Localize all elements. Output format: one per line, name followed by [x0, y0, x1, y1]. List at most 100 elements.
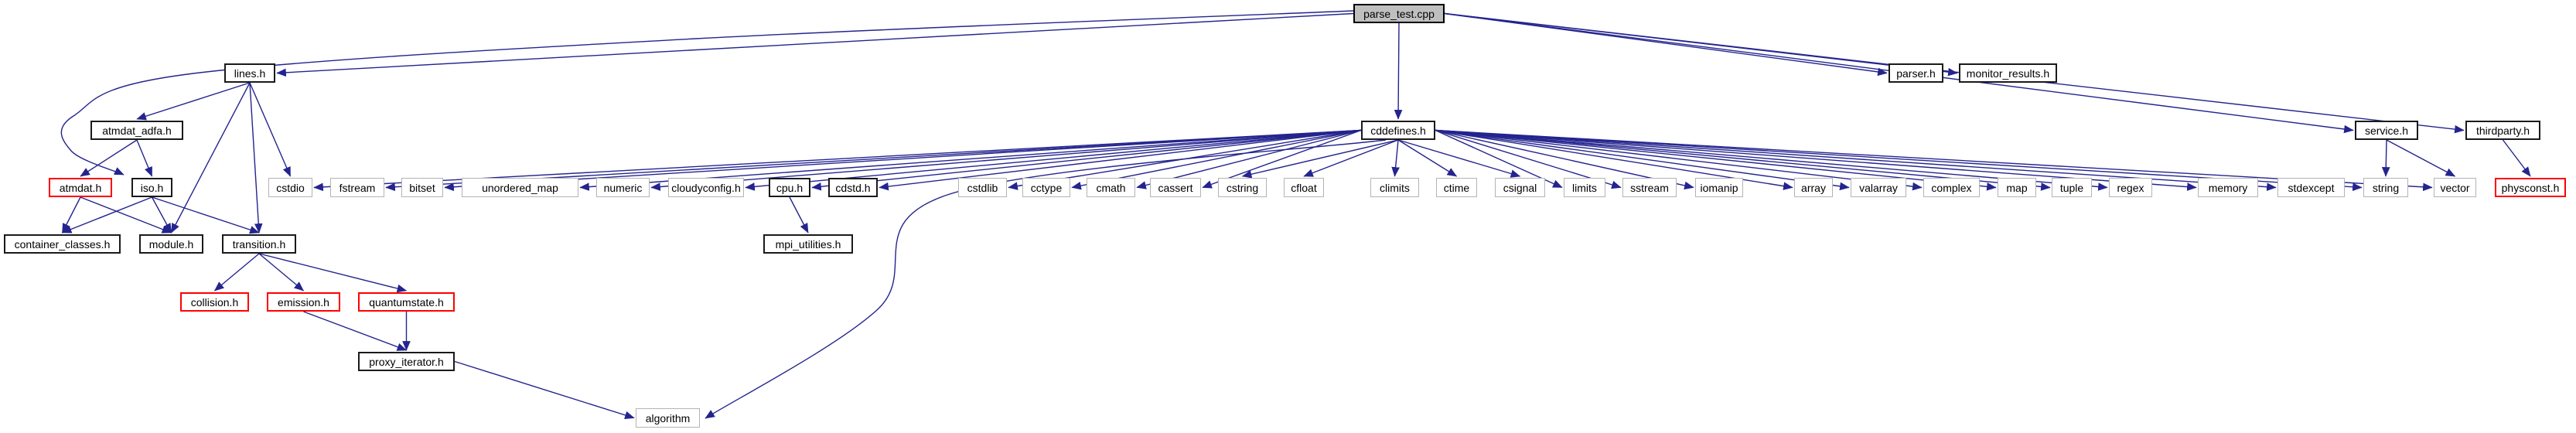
node-label: container_classes.h — [14, 237, 111, 251]
node-map[interactable]: map — [1998, 178, 2036, 197]
node-cstdio[interactable]: cstdio — [268, 178, 312, 197]
node-cassert[interactable]: cassert — [1150, 178, 1201, 197]
node-cloudyconfig-h[interactable]: cloudyconfig.h — [668, 178, 744, 197]
edge-emission-h--proxy-iterator-h — [303, 311, 408, 351]
node-algorithm[interactable]: algorithm — [636, 408, 700, 428]
node-cctype[interactable]: cctype — [1022, 178, 1070, 197]
node-tuple[interactable]: tuple — [2052, 178, 2092, 197]
node-label: quantumstate.h — [369, 295, 444, 309]
edge-atmdat-adfa-h--atmdat-h — [80, 139, 138, 177]
node-numeric[interactable]: numeric — [596, 178, 650, 197]
edge-parse-test-cpp--thirdparty-h — [1444, 12, 2465, 134]
node-cstdlib[interactable]: cstdlib — [958, 178, 1007, 197]
node-cddefines-h[interactable]: cddefines.h — [1361, 121, 1435, 140]
node-parse-test-cpp[interactable]: parse_test.cpp — [1353, 4, 1445, 23]
node-valarray[interactable]: valarray — [1851, 178, 1906, 197]
node-limits[interactable]: limits — [1564, 178, 1605, 197]
edge-proxy-iterator-h--algorithm — [454, 360, 635, 420]
edge-atmdat-h--container-classes-h — [61, 196, 81, 234]
node-label: cstring — [1226, 181, 1259, 194]
node-memory[interactable]: memory — [2198, 178, 2258, 197]
edge-parse-test-cpp--iso-h — [60, 10, 1354, 176]
node-label: physconst.h — [2501, 181, 2560, 194]
node-label: fstream — [339, 181, 376, 194]
node-label: lines.h — [234, 66, 266, 80]
node-label: csignal — [1503, 181, 1537, 194]
node-label: ctime — [1443, 181, 1470, 194]
node-atmdat-h[interactable]: atmdat.h — [49, 178, 112, 197]
node-label: cfloat — [1291, 181, 1317, 194]
node-cfloat[interactable]: cfloat — [1284, 178, 1324, 197]
node-label: tuple — [2059, 181, 2084, 194]
node-label: regex — [2117, 181, 2144, 194]
node-unordered-map[interactable]: unordered_map — [462, 178, 578, 197]
node-container-classes-h[interactable]: container_classes.h — [4, 234, 121, 254]
node-cpu-h[interactable]: cpu.h — [769, 178, 810, 197]
node-label: vector — [2440, 181, 2470, 194]
node-monitor-results-h[interactable]: monitor_results.h — [1959, 63, 2057, 83]
node-lines-h[interactable]: lines.h — [224, 63, 275, 83]
node-label: numeric — [603, 181, 643, 194]
edge-iso-h--transition-h — [152, 196, 260, 234]
edge-cddefines-h--algorithm — [705, 139, 1387, 419]
node-transition-h[interactable]: transition.h — [222, 234, 296, 254]
node-complex[interactable]: complex — [1923, 178, 1980, 197]
node-label: transition.h — [232, 237, 286, 251]
node-csignal[interactable]: csignal — [1495, 178, 1545, 197]
node-label: bitset — [409, 181, 435, 194]
node-label: cmath — [1096, 181, 1126, 194]
edge-transition-h--quantumstate-h — [258, 253, 408, 293]
node-iomanip[interactable]: iomanip — [1695, 178, 1743, 197]
node-quantumstate-h[interactable]: quantumstate.h — [358, 292, 455, 312]
node-parser-h[interactable]: parser.h — [1888, 63, 1943, 83]
node-cdstd-h[interactable]: cdstd.h — [828, 178, 878, 197]
node-stdexcept[interactable]: stdexcept — [2277, 178, 2345, 197]
node-thirdparty-h[interactable]: thirdparty.h — [2465, 121, 2540, 140]
edge-service-h--vector — [2386, 139, 2456, 177]
node-module-h[interactable]: module.h — [139, 234, 203, 254]
node-atmdat-adfa-h[interactable]: atmdat_adfa.h — [90, 121, 183, 140]
node-label: cdstd.h — [835, 181, 871, 194]
node-physconst-h[interactable]: physconst.h — [2495, 178, 2566, 197]
node-label: parser.h — [1896, 66, 1936, 80]
node-label: atmdat_adfa.h — [102, 124, 172, 137]
edge-parse-test-cpp--cddefines-h — [1394, 22, 1403, 120]
node-label: proxy_iterator.h — [369, 355, 444, 368]
node-service-h[interactable]: service.h — [2355, 121, 2418, 140]
node-climits[interactable]: climits — [1370, 178, 1419, 197]
node-sstream[interactable]: sstream — [1622, 178, 1677, 197]
node-array[interactable]: array — [1794, 178, 1833, 197]
edge-cddefines-h--csignal — [1397, 139, 1521, 178]
edge-cddefines-h--cpu-h — [811, 129, 1362, 191]
node-cmath[interactable]: cmath — [1087, 178, 1135, 197]
node-label: cstdio — [276, 181, 305, 194]
node-vector[interactable]: vector — [2434, 178, 2476, 197]
edge-iso-h--container-classes-h — [61, 196, 152, 234]
node-label: service.h — [2364, 124, 2409, 137]
node-cstring[interactable]: cstring — [1218, 178, 1267, 197]
node-emission-h[interactable]: emission.h — [267, 292, 340, 312]
node-label: parse_test.cpp — [1363, 7, 1435, 20]
node-label: cstdlib — [967, 181, 998, 194]
node-iso-h[interactable]: iso.h — [131, 178, 172, 197]
node-bitset[interactable]: bitset — [401, 178, 443, 197]
node-label: complex — [1931, 181, 1972, 194]
edge-cddefines-h--climits — [1391, 139, 1400, 177]
node-fstream[interactable]: fstream — [330, 178, 384, 197]
node-label: mpi_utilities.h — [775, 237, 841, 251]
node-string[interactable]: string — [2363, 178, 2408, 197]
node-ctime[interactable]: ctime — [1436, 178, 1477, 197]
edge-lines-h--cstdio — [249, 82, 292, 177]
node-label: array — [1801, 181, 1826, 194]
node-collision-h[interactable]: collision.h — [180, 292, 249, 312]
edge-cddefines-h--valarray — [1435, 129, 1850, 191]
edge-thirdparty-h--physconst-h — [2502, 139, 2531, 177]
node-mpi-utilities-h[interactable]: mpi_utilities.h — [763, 234, 853, 254]
node-label: string — [2372, 181, 2400, 194]
node-regex[interactable]: regex — [2109, 178, 2152, 197]
edge-cddefines-h--ctime — [1397, 139, 1458, 177]
node-label: emission.h — [278, 295, 329, 309]
node-proxy-iterator-h[interactable]: proxy_iterator.h — [358, 352, 455, 371]
node-label: atmdat.h — [59, 181, 102, 194]
